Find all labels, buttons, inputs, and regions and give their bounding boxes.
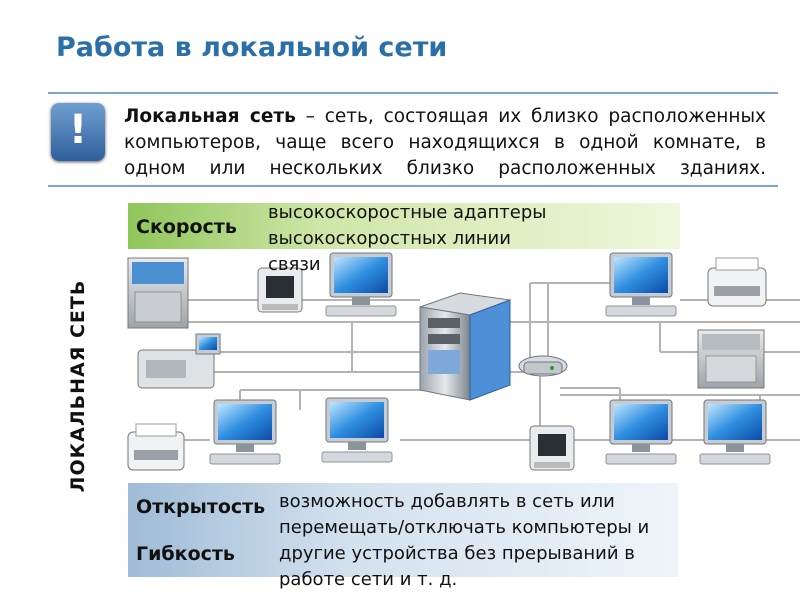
- printer-icon: [127, 423, 185, 471]
- openness-line-1: возможность добавлять в сеть или: [279, 491, 615, 512]
- vertical-label-container: ЛОКАЛЬНАЯ СЕТЬ: [56, 272, 100, 500]
- speed-band: [128, 203, 680, 249]
- top-divider: [48, 92, 778, 94]
- openness-line-2: перемещать/отключать компьютеры и: [279, 517, 650, 538]
- definition-text: – сеть, состоящая их близко расположенны…: [124, 106, 766, 179]
- openness-band: [128, 483, 678, 577]
- slide-title: Работа в локальной сети: [56, 32, 448, 63]
- monitor-icon: [699, 399, 771, 465]
- printer-icon: [529, 425, 575, 471]
- monitor-icon: [321, 397, 393, 463]
- monitor-icon: [209, 399, 281, 465]
- lab-analyzer-icon: [697, 329, 765, 389]
- network-switch-icon: [518, 355, 568, 377]
- speed-line-3: связи: [268, 254, 321, 275]
- openness-line-4: работе сети и т. д.: [279, 569, 458, 590]
- definition-term: Локальная сеть: [124, 106, 296, 127]
- printer-icon: [257, 267, 303, 313]
- openness-label: Открытость: [136, 496, 266, 518]
- flexibility-label: Гибкость: [136, 543, 235, 565]
- definition-divider: [48, 185, 778, 187]
- speed-label: Скорость: [136, 216, 237, 238]
- definition-paragraph: Локальная сеть – сеть, состоящая их близ…: [124, 104, 766, 182]
- scanner-icon: [137, 333, 221, 389]
- monitor-icon: [325, 252, 397, 317]
- server-icon: [419, 292, 511, 401]
- speed-line-1: высокоскоростные адаптеры: [268, 202, 547, 223]
- speed-line-2: высокоскоростных линии: [268, 228, 511, 249]
- info-icon: !: [51, 103, 105, 161]
- monitor-icon: [605, 399, 677, 465]
- monitor-icon: [605, 252, 677, 317]
- info-icon-glyph: !: [68, 107, 88, 153]
- lab-analyzer-icon: [127, 257, 189, 329]
- openness-line-3: другие устройства без прерываний в: [279, 543, 635, 564]
- vertical-label: ЛОКАЛЬНАЯ СЕТЬ: [67, 279, 89, 493]
- printer-icon: [707, 257, 767, 307]
